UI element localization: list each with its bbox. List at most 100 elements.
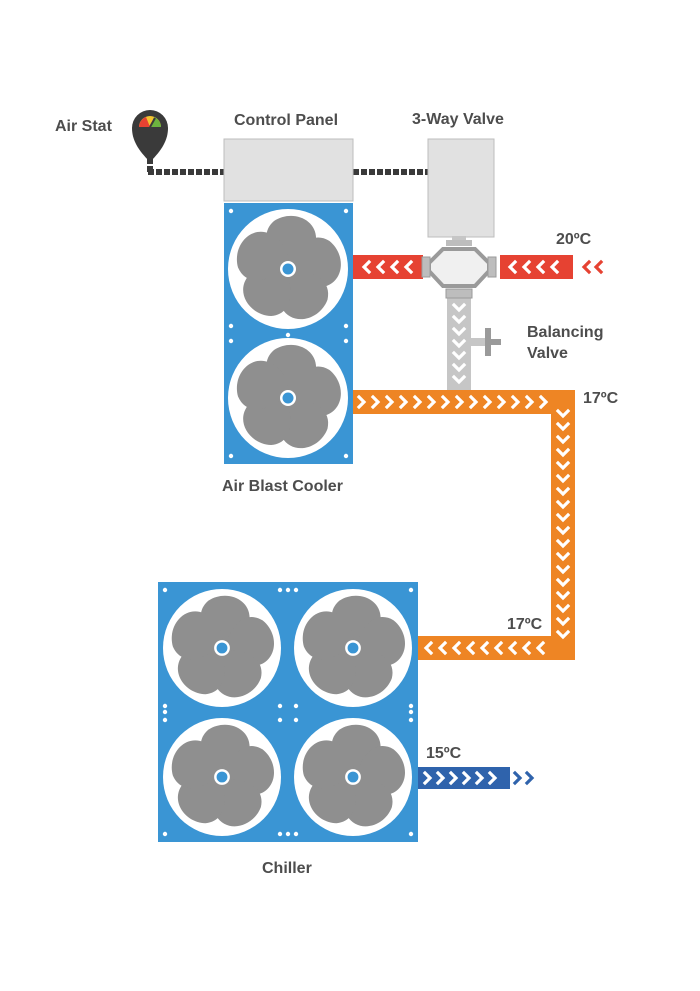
fan-icon (228, 209, 348, 329)
chevron-icon (555, 551, 571, 562)
chevron-icon (423, 640, 434, 656)
chevron-icon (487, 770, 498, 786)
housing-bolt (228, 323, 234, 329)
chevron-icon (512, 770, 523, 786)
housing-bolt (293, 831, 299, 837)
chevron-icon (422, 770, 433, 786)
air-stat-label: Air Stat (55, 118, 113, 135)
housing-bolt (285, 587, 291, 593)
temperature-cooler-outlet: 17ºC (583, 390, 619, 407)
valve-icon (421, 236, 497, 299)
chevron-icon (451, 314, 467, 325)
air-stat-icon (132, 110, 168, 162)
three-way-valve-actuator (427, 138, 495, 238)
chevron-icon (451, 326, 467, 337)
three-way-valve-label: 3-Way Valve (412, 111, 504, 128)
chevron-icon (356, 394, 367, 410)
housing-bolt (408, 717, 414, 723)
chiller-label: Chiller (262, 860, 312, 877)
chevron-icon (555, 421, 571, 432)
chevron-icon (389, 259, 400, 275)
chevron-icon (474, 770, 485, 786)
fan-icon (163, 718, 281, 836)
chevron-icon (454, 394, 465, 410)
chevron-icon (451, 338, 467, 349)
housing-bolt (408, 709, 414, 715)
temperature-chiller-outlet: 15ºC (426, 745, 462, 762)
housing-bolt (277, 703, 283, 709)
housing-bolt (162, 703, 168, 709)
housing-bolt (277, 587, 283, 593)
chevron-icon (398, 394, 409, 410)
chevron-icon (555, 590, 571, 601)
chevron-icon (370, 394, 381, 410)
chevron-icon (451, 362, 467, 373)
housing-bolt (408, 703, 414, 709)
chevron-icon (426, 394, 437, 410)
chevron-icon (440, 394, 451, 410)
fan-icon (228, 338, 348, 458)
chevron-icon (555, 447, 571, 458)
chevron-icon (451, 302, 467, 313)
fan-icon (294, 718, 412, 836)
housing-bolt (343, 338, 349, 344)
chevron-icon (535, 259, 546, 275)
housing-bolt (293, 587, 299, 593)
chevron-icon (549, 259, 560, 275)
housing-bolt (228, 208, 234, 214)
chevron-icon (535, 640, 546, 656)
temperature-chiller-inlet: 17ºC (507, 616, 543, 633)
air-blast-cooler-label: Air Blast Cooler (222, 478, 343, 495)
chevron-icon (555, 577, 571, 588)
chevron-icon (507, 640, 518, 656)
chevron-icon (479, 640, 490, 656)
chevron-icon (448, 770, 459, 786)
flow-arrows (356, 259, 604, 786)
chevron-icon (493, 640, 504, 656)
control-panel (223, 138, 354, 202)
chevron-icon (465, 640, 476, 656)
fan-icon (294, 589, 412, 707)
housing-bolt (162, 831, 168, 837)
chevron-icon (555, 460, 571, 471)
chevron-icon (555, 616, 571, 627)
chevron-icon (555, 499, 571, 510)
warm-pipe (353, 390, 575, 660)
housing-bolt (162, 717, 168, 723)
chevron-icon (435, 770, 446, 786)
chevron-icon (451, 640, 462, 656)
chevron-icon (524, 394, 535, 410)
balancing-valve-label-line2: Valve (527, 345, 568, 362)
chevron-icon (581, 259, 592, 275)
chevron-icon (521, 259, 532, 275)
housing-bolt (162, 587, 168, 593)
chevron-icon (555, 434, 571, 445)
control-panel-label: Control Panel (234, 112, 338, 129)
chevron-icon (555, 408, 571, 419)
chevron-icon (555, 629, 571, 640)
chevron-icon (521, 640, 532, 656)
housing-bolt (343, 208, 349, 214)
housing-bolt (285, 831, 291, 837)
chevron-icon (451, 374, 467, 385)
housing-bolt (408, 831, 414, 837)
housing-bolt (343, 453, 349, 459)
chevron-icon (555, 603, 571, 614)
chevron-icon (555, 473, 571, 484)
housing-bolt (293, 703, 299, 709)
chevron-icon (468, 394, 479, 410)
chevron-icon (451, 350, 467, 361)
housing-bolt (277, 717, 283, 723)
chevron-icon (593, 259, 604, 275)
chevron-icon (375, 259, 386, 275)
chevron-icon (437, 640, 448, 656)
fan-icon (163, 589, 281, 707)
housing-bolt (343, 323, 349, 329)
chevron-icon (507, 259, 518, 275)
chevron-icon (555, 564, 571, 575)
housing-bolt (228, 338, 234, 344)
chevron-icon (361, 259, 372, 275)
chevron-icon (496, 394, 507, 410)
chevron-icon (555, 512, 571, 523)
chevron-icon (403, 259, 414, 275)
